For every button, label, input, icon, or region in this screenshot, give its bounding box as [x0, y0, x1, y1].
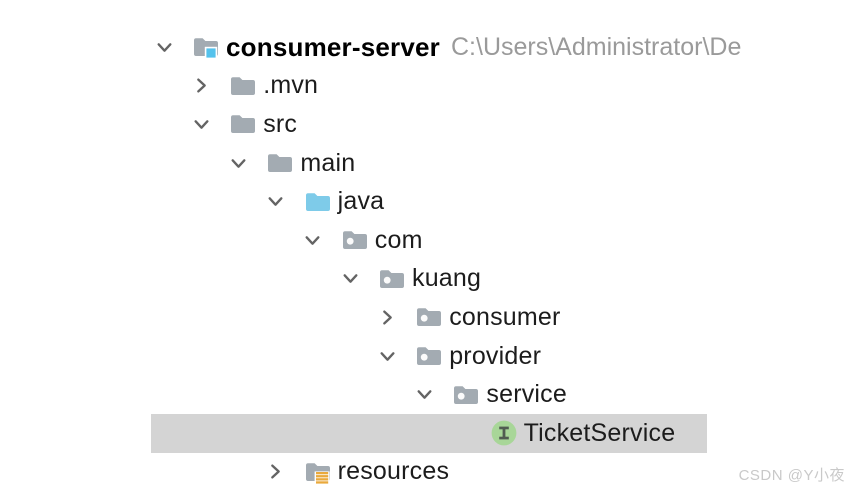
tree-row-consumer[interactable]: consumer [151, 298, 707, 337]
tree-row-label: resources [337, 457, 450, 486]
package-icon [416, 304, 442, 330]
tree-row-label: .mvn [263, 71, 319, 100]
chevron-icon[interactable] [377, 346, 397, 366]
interface-icon [491, 420, 517, 446]
tree-row-label: com [374, 225, 423, 254]
chevron-icon[interactable] [340, 269, 360, 289]
folder-icon [230, 111, 256, 137]
tree-row-label: main [300, 148, 356, 177]
folder-icon [230, 73, 256, 99]
chevron-icon[interactable] [191, 114, 211, 134]
tree-row-src[interactable]: src [151, 105, 707, 144]
resources-root-folder-icon [305, 459, 331, 486]
project-tree: consumer-server C:\Users\Administrator\D… [151, 28, 741, 492]
chevron-icon[interactable] [191, 76, 211, 96]
tree-row-label: src [263, 109, 298, 138]
project-path: C:\Users\Administrator\De [451, 32, 742, 61]
tree-row-provider[interactable]: provider [151, 337, 707, 376]
tree-row-label: provider [449, 341, 542, 370]
package-icon [379, 266, 405, 292]
chevron-icon[interactable] [414, 385, 434, 405]
chevron-icon[interactable] [266, 192, 286, 212]
package-icon [453, 382, 479, 408]
tree-row-resources[interactable]: resources [151, 453, 707, 492]
tree-row-label: TicketService [523, 418, 676, 447]
tree-row-consumer-server[interactable]: consumer-server C:\Users\Administrator\D… [151, 28, 741, 67]
project-root-folder-icon [193, 34, 219, 60]
chevron-icon[interactable] [154, 37, 174, 57]
chevron-icon[interactable] [228, 153, 248, 173]
tree-row-mvn[interactable]: .mvn [151, 67, 707, 106]
package-icon [416, 343, 442, 369]
chevron-icon[interactable] [303, 230, 323, 250]
chevron-icon[interactable] [266, 462, 286, 482]
tree-row-label: service [486, 380, 567, 409]
tree-row-label: consumer-server [226, 31, 440, 62]
tree-row-service[interactable]: service [151, 375, 707, 414]
tree-row-label: java [337, 187, 385, 216]
chevron-icon[interactable] [377, 307, 397, 327]
tree-row-java[interactable]: java [151, 182, 707, 221]
source-root-folder-icon [305, 189, 331, 215]
tree-row-label: consumer [449, 302, 561, 331]
tree-row-ticketservice[interactable]: TicketService [151, 413, 707, 453]
tree-row-com[interactable]: com [151, 221, 707, 260]
watermark-text: CSDN @Y小夜 [738, 467, 845, 484]
tree-row-kuang[interactable]: kuang [151, 260, 707, 299]
folder-icon [267, 150, 293, 176]
tree-row-label: kuang [412, 264, 482, 293]
package-icon [342, 227, 368, 253]
tree-row-main[interactable]: main [151, 144, 707, 183]
